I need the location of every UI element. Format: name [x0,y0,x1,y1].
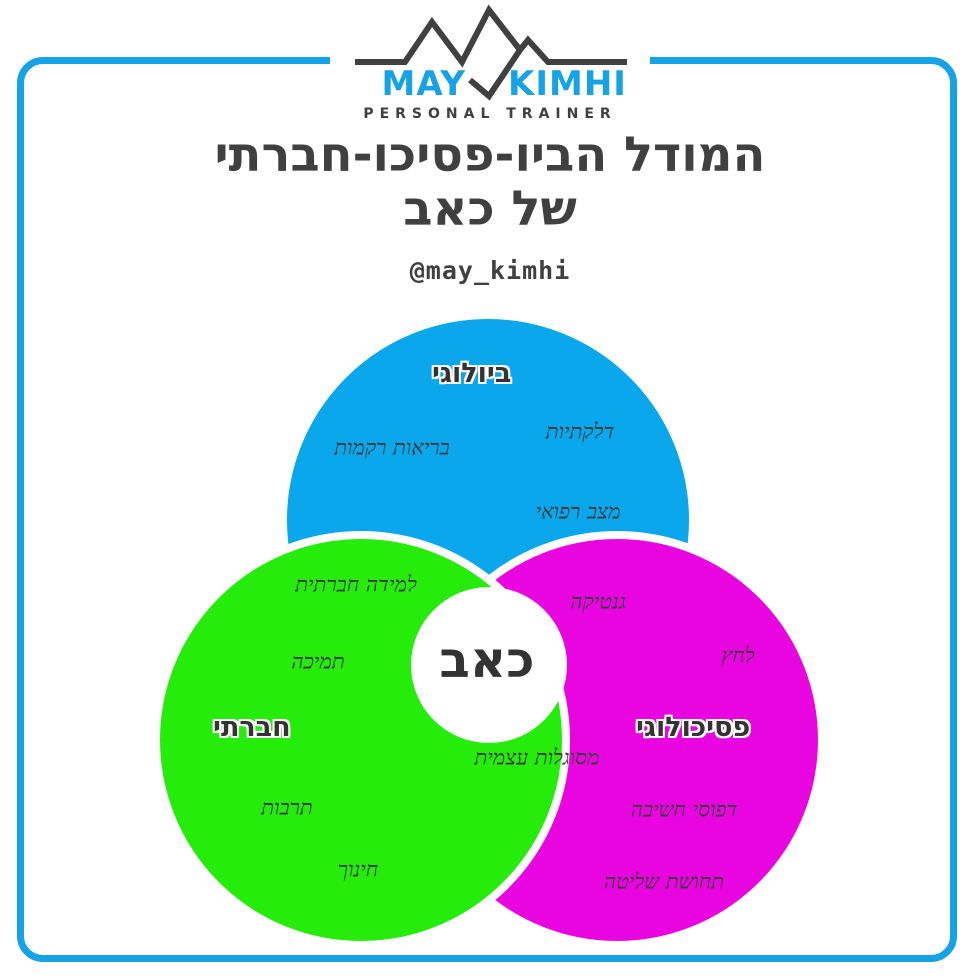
social-heading: חברתי [213,712,291,743]
title-line-2: של כאב [403,181,577,237]
social-item-3: תרבות [261,795,313,820]
social-item-4: חינוך [337,857,379,882]
center-label: כאב [439,631,535,689]
psychological-heading: פסיכולוגי [636,712,751,743]
psychological-item-2: מסוגלות עצמית [474,745,600,770]
page-title: המודל הביו-פסיכו-חברתי של כאב [0,128,980,236]
center-hole [411,587,567,743]
title-line-1: המודל הביו-פסיכו-חברתי [214,127,766,183]
logo-word-may: MAY [381,64,466,104]
logo-word-kimhi: KIMHI [508,64,627,104]
psychological-item-4: תחושת שליטה [603,869,725,894]
mountain-peaks-icon [355,4,627,101]
biological-item-3: מצב רפואי [535,499,621,524]
biological-heading: ביולוגי [432,358,512,389]
psychological-item-3: דפוסי חשיבה [630,797,738,822]
psychological-item-1: לחץ [721,643,755,668]
social-handle: @may_kimhi [409,256,571,285]
social-item-1: למידה חברתית [295,572,417,597]
biological-item-4: גנטיקה [570,589,626,614]
biological-item-1: דלקתיות [545,419,615,444]
logo-tagline: PERSONAL TRAINER [363,106,617,122]
biological-item-2: בריאות רקמות [334,435,450,460]
logo: MAY KIMHI [0,64,980,104]
social-item-2: תמיכה [291,649,345,674]
